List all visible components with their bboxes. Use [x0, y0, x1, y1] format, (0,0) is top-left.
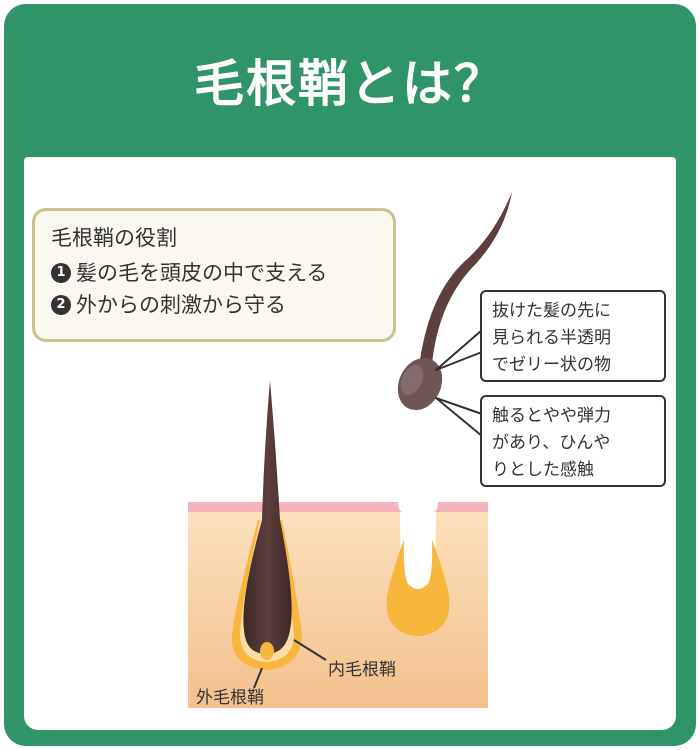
hair-shaft — [243, 380, 292, 654]
callout-appearance: 抜けた髪の先に 見られる半透明 でゼリー状の物 — [480, 290, 666, 382]
inner-sheath-label: 内毛根鞘 — [328, 660, 396, 680]
page-title: 毛根鞘とは？ — [194, 55, 506, 113]
number-1-icon: 1 — [51, 263, 71, 283]
callout-2-pointer — [435, 397, 483, 437]
callout-1-pointer — [435, 329, 483, 371]
outer-sheath-leader — [253, 667, 263, 689]
outer-sheath-label: 外毛根鞘 — [196, 688, 264, 708]
skin-surface — [188, 502, 488, 512]
inner-sheath-leader — [293, 639, 327, 661]
roles-heading: 毛根鞘の役割 — [51, 226, 177, 250]
remaining-sheath — [386, 540, 450, 636]
role-item-text: 外からの刺激から守る — [76, 293, 286, 317]
empty-follicle — [400, 504, 436, 590]
callout-line: 見られる半透明 — [492, 328, 611, 348]
plucked-hair — [420, 192, 512, 364]
role-item-1: 1 髪の毛を頭皮の中で支える — [51, 257, 379, 289]
roles-box: 毛根鞘の役割 1 髪の毛を頭皮の中で支える 2 外からの刺激から守る — [32, 208, 396, 342]
dermal-papilla — [260, 642, 274, 660]
callout-line: 触るとやや弾力 — [492, 406, 611, 426]
number-2-icon: 2 — [51, 295, 71, 315]
callout-line: があり、ひんや — [492, 433, 611, 453]
callout-line: りとした感触 — [492, 460, 594, 480]
role-item-2: 2 外からの刺激から守る — [51, 289, 379, 321]
gel-sheath-highlight — [400, 364, 424, 396]
callout-line: でゼリー状の物 — [492, 355, 611, 375]
callout-texture: 触るとやや弾力 があり、ひんや りとした感触 — [480, 395, 666, 487]
callout-line: 抜けた髪の先に — [492, 301, 611, 321]
role-item-text: 髪の毛を頭皮の中で支える — [76, 261, 328, 285]
